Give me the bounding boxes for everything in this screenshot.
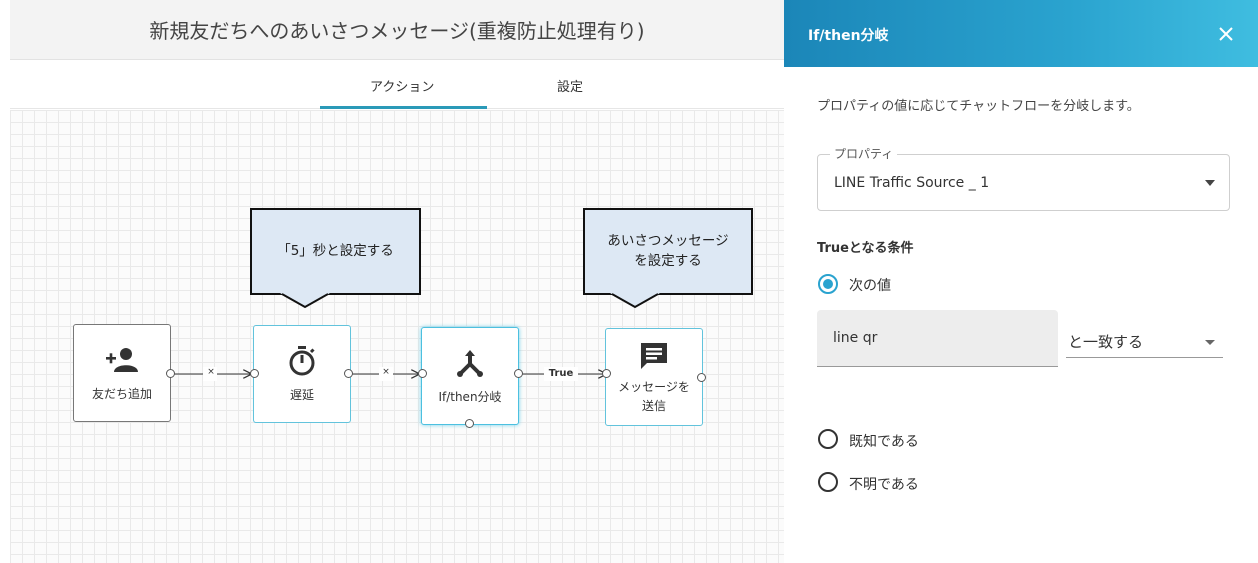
match-type-value: と一致する (1068, 333, 1144, 351)
flow-editor: 新規友だちへのあいさつメッセージ(重複防止処理有り) アクション 設定 (10, 0, 784, 563)
node-label-line2: 送信 (641, 399, 666, 413)
port-in[interactable] (602, 369, 611, 378)
stopwatch-icon (254, 346, 350, 376)
port-in[interactable] (418, 369, 427, 378)
flow-edges (173, 367, 784, 381)
dropdown-arrow-icon (1205, 340, 1215, 345)
node-label-line1: メッセージを (618, 380, 690, 394)
port-in[interactable] (250, 369, 259, 378)
radio-equals-value-label: 次の値 (849, 278, 891, 294)
node-friend-added[interactable]: 友だち追加 (73, 324, 171, 422)
node-label: 友だち追加 (91, 387, 152, 401)
property-select-value: LINE Traffic Source _ 1 (834, 175, 990, 191)
callout-message-pointer (610, 293, 660, 309)
callout-text-line1: あいさつメッセージ (607, 233, 729, 249)
callout-text: 「5」秒と設定する (277, 243, 394, 259)
radio-equals-value[interactable] (818, 274, 838, 294)
add-person-icon (74, 345, 170, 375)
node-send-message[interactable]: メッセージを 送信 (605, 328, 703, 426)
editor-header: 新規友だちへのあいさつメッセージ(重複防止処理有り) (10, 0, 784, 60)
node-label: 遅延 (289, 388, 314, 402)
port-out-false[interactable] (465, 419, 474, 428)
condition-heading: Trueとなる条件 (817, 241, 914, 256)
flow-title: 新規友だちへのあいさつメッセージ(重複防止処理有り) (149, 19, 645, 43)
panel-title: If/then分岐 (808, 28, 889, 44)
branch-icon (422, 348, 518, 378)
message-icon (606, 341, 702, 371)
property-select-label: プロパティ (830, 145, 898, 162)
edge-3-label: True (548, 368, 574, 379)
port-out[interactable] (166, 369, 175, 378)
callout-delay: 「5」秒と設定する (250, 208, 421, 295)
port-out[interactable] (344, 369, 353, 378)
edge-1[interactable] (173, 367, 251, 381)
node-if-then[interactable]: If/then分岐 (421, 327, 519, 425)
edge-2[interactable] (351, 367, 419, 381)
edge-3[interactable] (521, 367, 606, 381)
radio-is-known[interactable] (818, 429, 838, 449)
edge-1-label: × (207, 367, 215, 377)
callout-text-line2: を設定する (634, 253, 702, 269)
port-out-true[interactable] (514, 369, 523, 378)
close-icon[interactable] (1214, 22, 1238, 46)
flow-canvas[interactable]: × × True 友だち追加 (10, 110, 784, 563)
callout-delay-pointer (280, 293, 330, 309)
value-input[interactable]: line qr (817, 310, 1058, 367)
properties-panel: If/then分岐 プロパティの値に応じてチャットフローを分岐します。 プロパテ… (784, 0, 1258, 563)
tab-action[interactable]: アクション (370, 80, 435, 95)
editor-tabs: アクション 設定 (10, 60, 784, 109)
radio-is-unknown[interactable] (818, 472, 838, 492)
property-select[interactable]: プロパティ LINE Traffic Source _ 1 (817, 145, 1230, 211)
panel-header: If/then分岐 (784, 0, 1258, 67)
match-type-select[interactable]: と一致する (1066, 322, 1223, 358)
node-delay[interactable]: 遅延 (253, 325, 351, 423)
callout-message: あいさつメッセージ を設定する (583, 208, 753, 295)
active-tab-indicator (320, 106, 487, 109)
node-label: メッセージを 送信 (606, 378, 702, 416)
edge-2-label: × (382, 367, 390, 377)
radio-is-unknown-label: 不明である (849, 477, 919, 493)
value-input-text: line qr (833, 330, 878, 346)
node-label: If/then分岐 (438, 390, 502, 404)
tab-settings[interactable]: 設定 (557, 80, 584, 95)
panel-description: プロパティの値に応じてチャットフローを分岐します。 (817, 99, 1140, 114)
dropdown-arrow-icon (1205, 180, 1215, 186)
port-out[interactable] (697, 373, 706, 382)
radio-is-known-label: 既知である (849, 434, 919, 450)
